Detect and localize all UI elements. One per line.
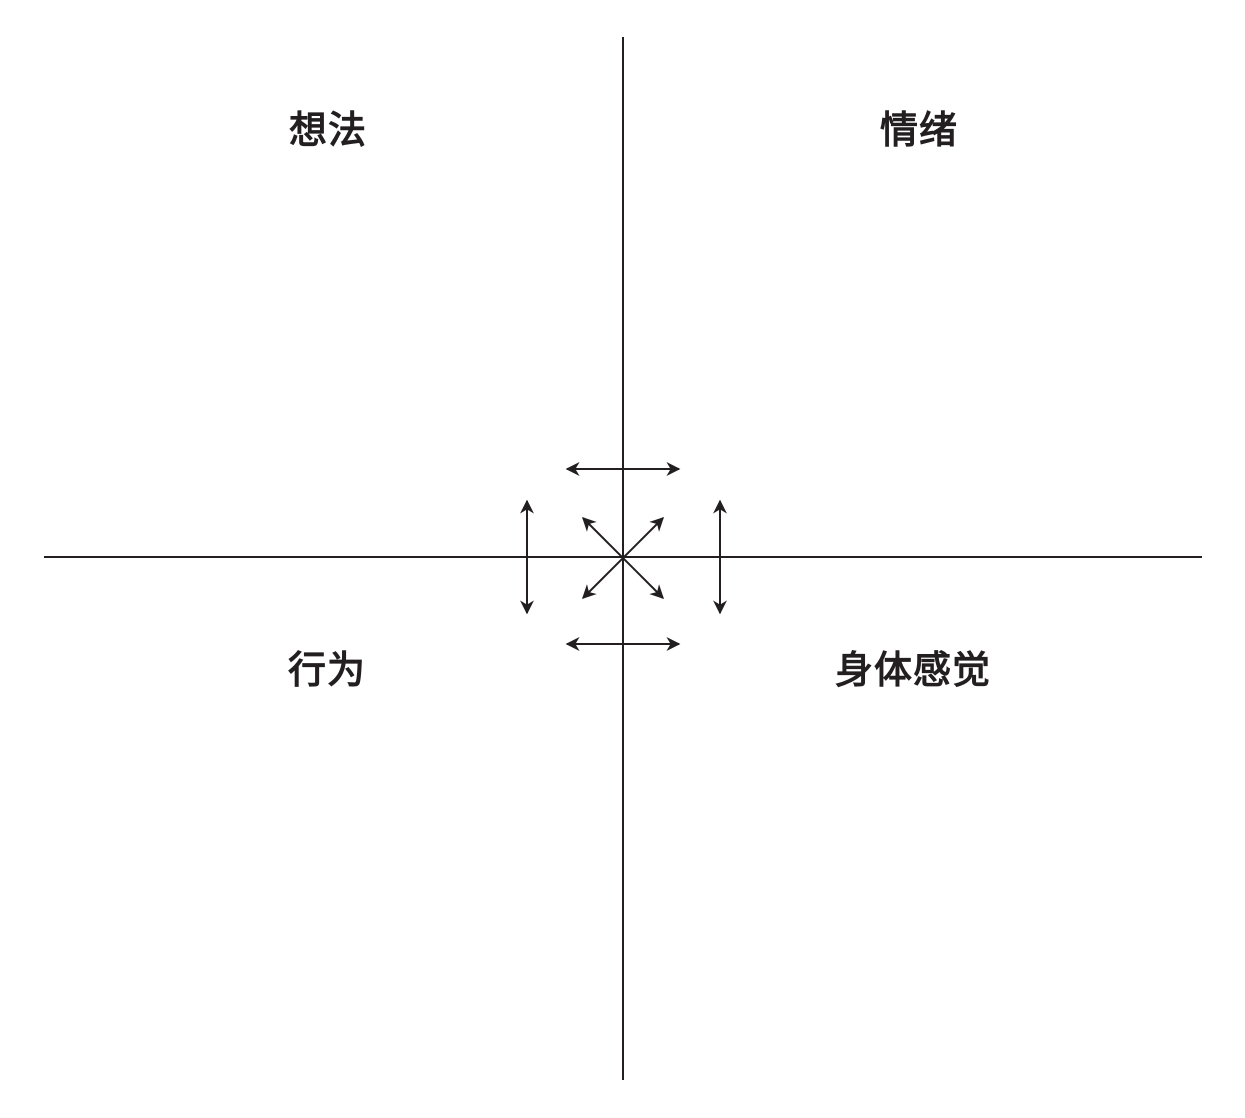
diagonal-double-arrow-up xyxy=(582,517,664,599)
quadrant-label-emotions: 情绪 xyxy=(879,108,959,152)
quadrant-label-behaviors: 行为 xyxy=(287,648,367,692)
quadrant-label-thoughts: 想法 xyxy=(288,108,368,152)
quadrant-label-body-sensations: 身体感觉 xyxy=(834,648,992,692)
